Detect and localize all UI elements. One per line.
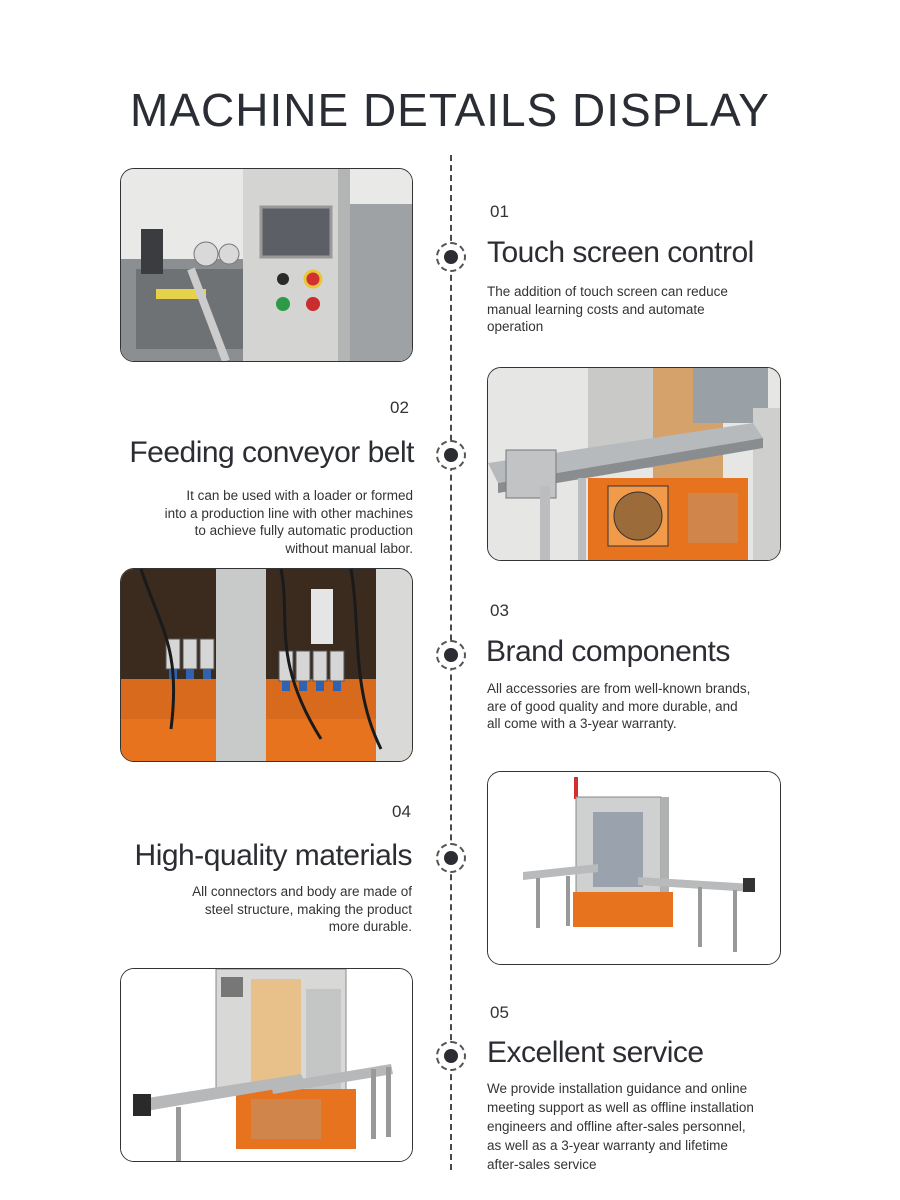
feature-number: 04	[392, 802, 411, 821]
feeding-conveyor-photo	[487, 367, 781, 561]
full-machine-photo	[487, 771, 781, 965]
feature-description: All connectors and body are made of stee…	[192, 884, 412, 934]
page-title: MACHINE DETAILS DISPLAY	[130, 83, 770, 136]
timeline-node-icon	[436, 843, 466, 873]
timeline-node-icon	[436, 1041, 466, 1071]
timeline-node-icon	[436, 640, 466, 670]
feature-number: 03	[490, 601, 509, 620]
feature-description: It can be used with a loader or formed i…	[164, 488, 413, 556]
feature-description: The addition of touch screen can reduce …	[487, 284, 728, 334]
feature-heading: Feeding conveyor belt	[129, 436, 414, 469]
timeline-node-icon	[436, 440, 466, 470]
brand-components-photo	[120, 568, 413, 762]
feature-heading: Brand components	[486, 635, 730, 668]
feature-number: 05	[490, 1003, 509, 1022]
timeline-node-icon	[436, 242, 466, 272]
touch-screen-photo	[120, 168, 413, 362]
feature-number: 01	[490, 202, 509, 221]
machine-conveyor-photo	[120, 968, 413, 1162]
feature-number: 02	[390, 398, 409, 417]
feature-description: All accessories are from well-known bran…	[487, 681, 751, 731]
feature-heading: High-quality materials	[134, 839, 413, 872]
feature-heading: Touch screen control	[487, 236, 754, 269]
feature-description: We provide installation guidance and onl…	[487, 1081, 754, 1172]
feature-heading: Excellent service	[487, 1036, 704, 1069]
